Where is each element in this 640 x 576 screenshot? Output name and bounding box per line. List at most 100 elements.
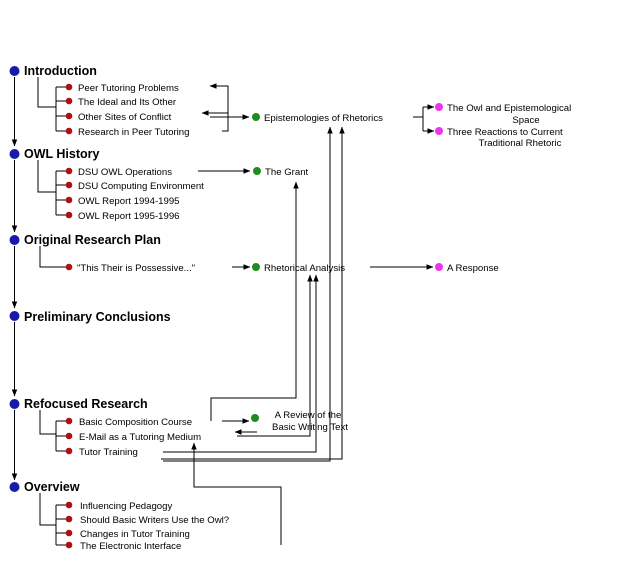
section-dot <box>9 149 20 159</box>
list-item[interactable]: "This Their is Possessive..." <box>65 263 195 274</box>
topic-dot <box>252 263 260 271</box>
link-email-to-rhetorical <box>237 274 313 437</box>
item-label[interactable]: Basic Composition Course <box>79 417 192 428</box>
item-label[interactable]: Other Sites of Conflict <box>78 112 172 123</box>
subtopic-label-line-1[interactable]: The Owl and Epistemological <box>447 103 571 114</box>
topic-label[interactable]: Rhetorical Analysis <box>264 263 345 274</box>
list-item[interactable]: Other Sites of Conflict <box>65 112 172 123</box>
connector-lines <box>11 77 435 546</box>
section-preliminary-conclusions[interactable]: Preliminary Conclusions <box>9 310 171 324</box>
item-label[interactable]: Tutor Training <box>79 447 138 458</box>
link-overview-to-review <box>191 442 282 545</box>
list-item[interactable]: Should Basic Writers Use the Owl? <box>65 515 229 526</box>
item-dot <box>65 541 73 549</box>
topic-dot <box>252 113 260 121</box>
item-label[interactable]: The Ideal and Its Other <box>78 97 177 108</box>
section-owl-history[interactable]: OWL History <box>9 147 100 161</box>
item-label[interactable]: Should Basic Writers Use the Owl? <box>80 515 229 526</box>
link-research-peer-tutoring <box>222 117 229 132</box>
item-dot <box>65 181 73 189</box>
list-item[interactable]: DSU Computing Environment <box>65 181 204 192</box>
item-label[interactable]: The Electronic Interface <box>80 541 181 552</box>
topic-basic-writing-review[interactable]: A Review of the Basic Writing Text <box>251 410 348 433</box>
subtopic-dot <box>435 127 443 135</box>
subtopic-three-reactions[interactable]: Three Reactions to Current Traditional R… <box>435 127 563 149</box>
item-dot <box>65 83 73 91</box>
list-item[interactable]: E-Mail as a Tutoring Medium <box>65 432 201 443</box>
item-label[interactable]: OWL Report 1995-1996 <box>78 211 180 222</box>
item-dot <box>65 447 73 455</box>
item-dot <box>65 112 73 120</box>
section-title[interactable]: Original Research Plan <box>24 233 161 247</box>
bracket-owl-history <box>37 160 67 216</box>
item-dot <box>65 515 73 523</box>
list-item[interactable]: DSU OWL Operations <box>65 167 173 178</box>
item-dot <box>65 211 73 219</box>
item-label[interactable]: DSU Computing Environment <box>78 181 204 192</box>
item-label[interactable]: Research in Peer Tutoring <box>78 127 189 138</box>
list-item[interactable]: Research in Peer Tutoring <box>65 127 190 138</box>
subtopic-dot <box>435 103 443 111</box>
list-item[interactable]: Peer Tutoring Problems <box>65 83 179 94</box>
topic-dot <box>251 414 259 422</box>
list-item[interactable]: OWL Report 1994-1995 <box>65 196 180 207</box>
link-tutor-training-to-rhetorical <box>163 274 319 453</box>
section-dot <box>9 66 20 76</box>
item-label[interactable]: DSU OWL Operations <box>78 167 172 178</box>
section-title[interactable]: Refocused Research <box>24 397 148 411</box>
topic-label-line-1[interactable]: A Review of the <box>275 410 342 421</box>
item-label[interactable]: OWL Report 1994-1995 <box>78 196 180 207</box>
bracket-overview <box>39 493 67 546</box>
item-dot <box>65 196 73 204</box>
section-dot <box>9 235 20 245</box>
section-introduction[interactable]: Introduction <box>9 64 97 78</box>
section-refocused-research[interactable]: Refocused Research <box>9 397 148 411</box>
list-item[interactable]: Basic Composition Course <box>65 417 192 428</box>
section-overview[interactable]: Overview <box>9 480 80 494</box>
subtopic-label-line-2[interactable]: Traditional Rhetoric <box>479 138 562 149</box>
item-dot <box>65 167 73 175</box>
subtopic-owl-epistemological[interactable]: The Owl and Epistemological Space <box>435 103 571 126</box>
item-dot <box>65 417 73 425</box>
topic-label[interactable]: Epistemologies of Rhetorics <box>264 113 383 124</box>
section-dot <box>9 482 20 492</box>
list-item[interactable]: OWL Report 1995-1996 <box>65 211 180 222</box>
link-tutor-training-to-epistemologies <box>163 126 333 462</box>
list-item[interactable]: Tutor Training <box>65 447 138 458</box>
topic-epistemologies[interactable]: Epistemologies of Rhetorics <box>252 113 383 124</box>
item-label[interactable]: Changes in Tutor Training <box>80 529 190 540</box>
link-epistemologies-to-subtopics <box>413 107 424 131</box>
topic-label-line-2[interactable]: Basic Writing Text <box>272 422 348 433</box>
item-dot <box>65 127 73 135</box>
section-title[interactable]: Introduction <box>24 64 97 78</box>
link-basic-course-to-grant <box>210 181 299 421</box>
item-label[interactable]: Peer Tutoring Problems <box>78 83 179 94</box>
item-dot <box>65 501 73 509</box>
bracket-refocused <box>39 410 67 452</box>
subtopic-dot <box>435 263 443 271</box>
subtopic-a-response[interactable]: A Response <box>435 263 499 274</box>
item-label[interactable]: "This Their is Possessive..." <box>77 263 195 274</box>
item-dot <box>65 97 73 105</box>
topic-rhetorical-analysis[interactable]: Rhetorical Analysis <box>252 263 345 274</box>
section-dot <box>9 399 20 409</box>
item-label[interactable]: E-Mail as a Tutoring Medium <box>79 432 201 443</box>
subtopic-label-line-2[interactable]: Space <box>512 115 539 126</box>
link-epistemologies-peer-tutoring <box>209 83 229 117</box>
list-item[interactable]: The Ideal and Its Other <box>65 97 177 108</box>
section-title[interactable]: OWL History <box>24 147 100 161</box>
topic-dot <box>253 167 261 175</box>
subtopic-label-line-1[interactable]: Three Reactions to Current <box>447 127 563 138</box>
subtopic-label[interactable]: A Response <box>447 263 499 274</box>
list-item[interactable]: The Electronic Interface <box>65 541 182 552</box>
section-original-research-plan[interactable]: Original Research Plan <box>9 233 161 247</box>
list-item[interactable]: Influencing Pedagogy <box>65 501 173 512</box>
item-label[interactable]: Influencing Pedagogy <box>80 501 172 512</box>
topic-grant[interactable]: The Grant <box>253 167 309 178</box>
item-dot <box>65 263 73 271</box>
section-title[interactable]: Overview <box>24 480 80 494</box>
topic-label[interactable]: The Grant <box>265 167 309 178</box>
list-item[interactable]: Changes in Tutor Training <box>65 529 190 540</box>
section-title[interactable]: Preliminary Conclusions <box>24 310 171 324</box>
